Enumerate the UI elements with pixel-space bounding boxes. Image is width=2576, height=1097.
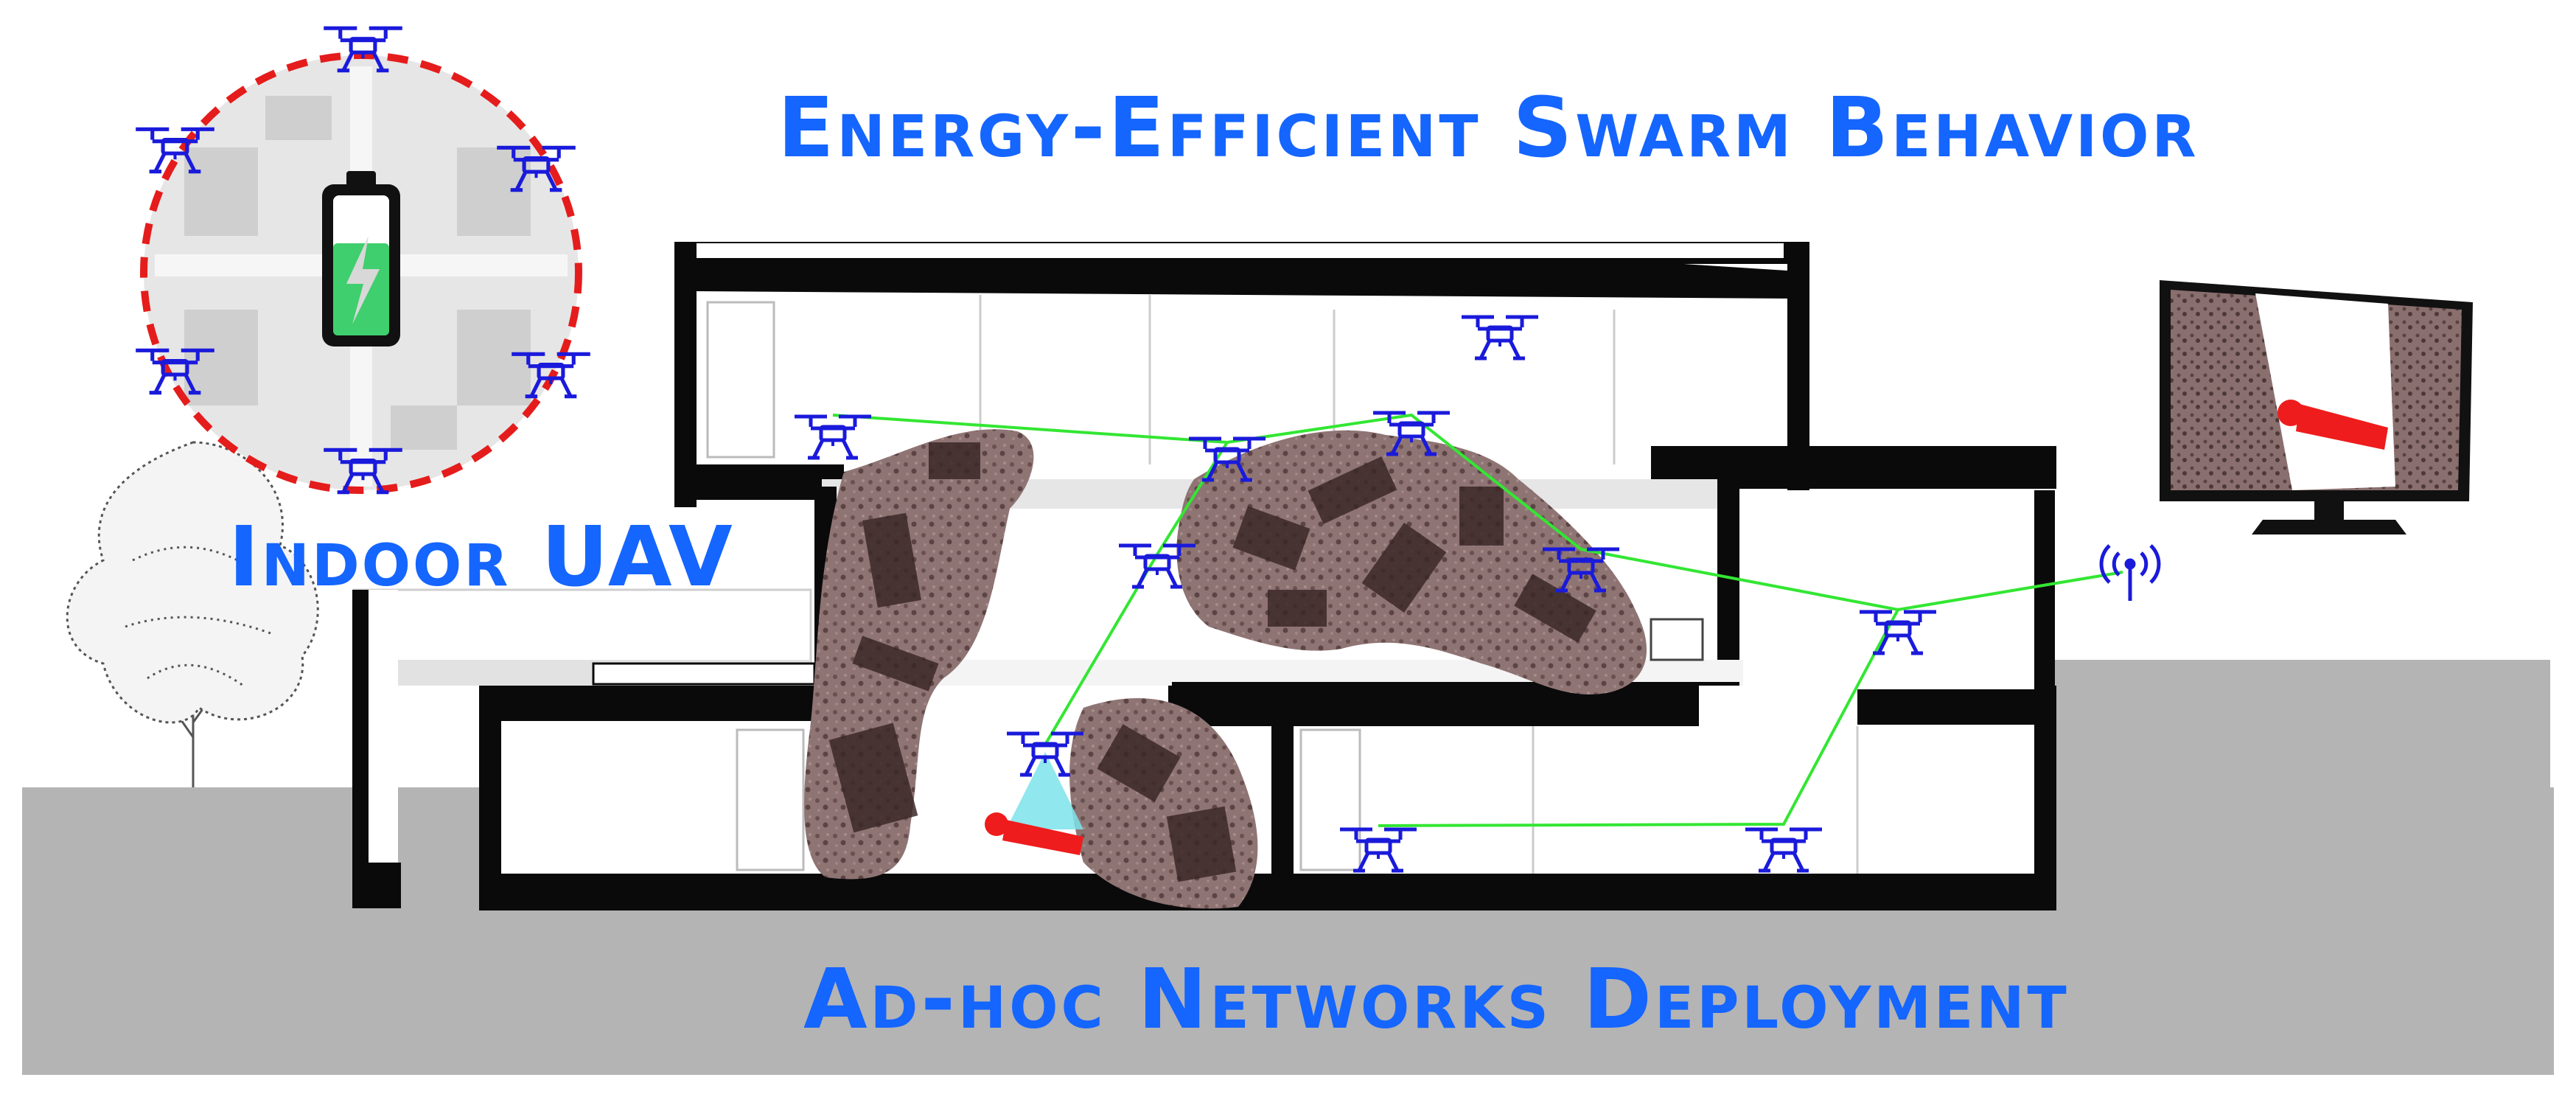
debris-blocks bbox=[828, 442, 1596, 882]
battery-icon bbox=[322, 171, 400, 346]
swarm-formation bbox=[140, 52, 582, 494]
title-energy-efficient: Energy-Efficient Swarm Behavior bbox=[778, 80, 2199, 176]
title-indoor-uav: Indoor UAV bbox=[228, 509, 735, 605]
foundation-slab bbox=[479, 874, 2056, 910]
antenna-icon bbox=[2099, 544, 2161, 601]
monitor-icon bbox=[2160, 280, 2473, 534]
lower-wall-left bbox=[479, 686, 501, 907]
victim-figure bbox=[985, 812, 1083, 855]
title-adhoc-networks: Ad-hoc Networks Deployment bbox=[803, 952, 2070, 1048]
camera-beam bbox=[1006, 752, 1083, 829]
tree-illustration bbox=[66, 441, 319, 787]
ground-right bbox=[2049, 660, 2550, 807]
building bbox=[352, 242, 2056, 910]
